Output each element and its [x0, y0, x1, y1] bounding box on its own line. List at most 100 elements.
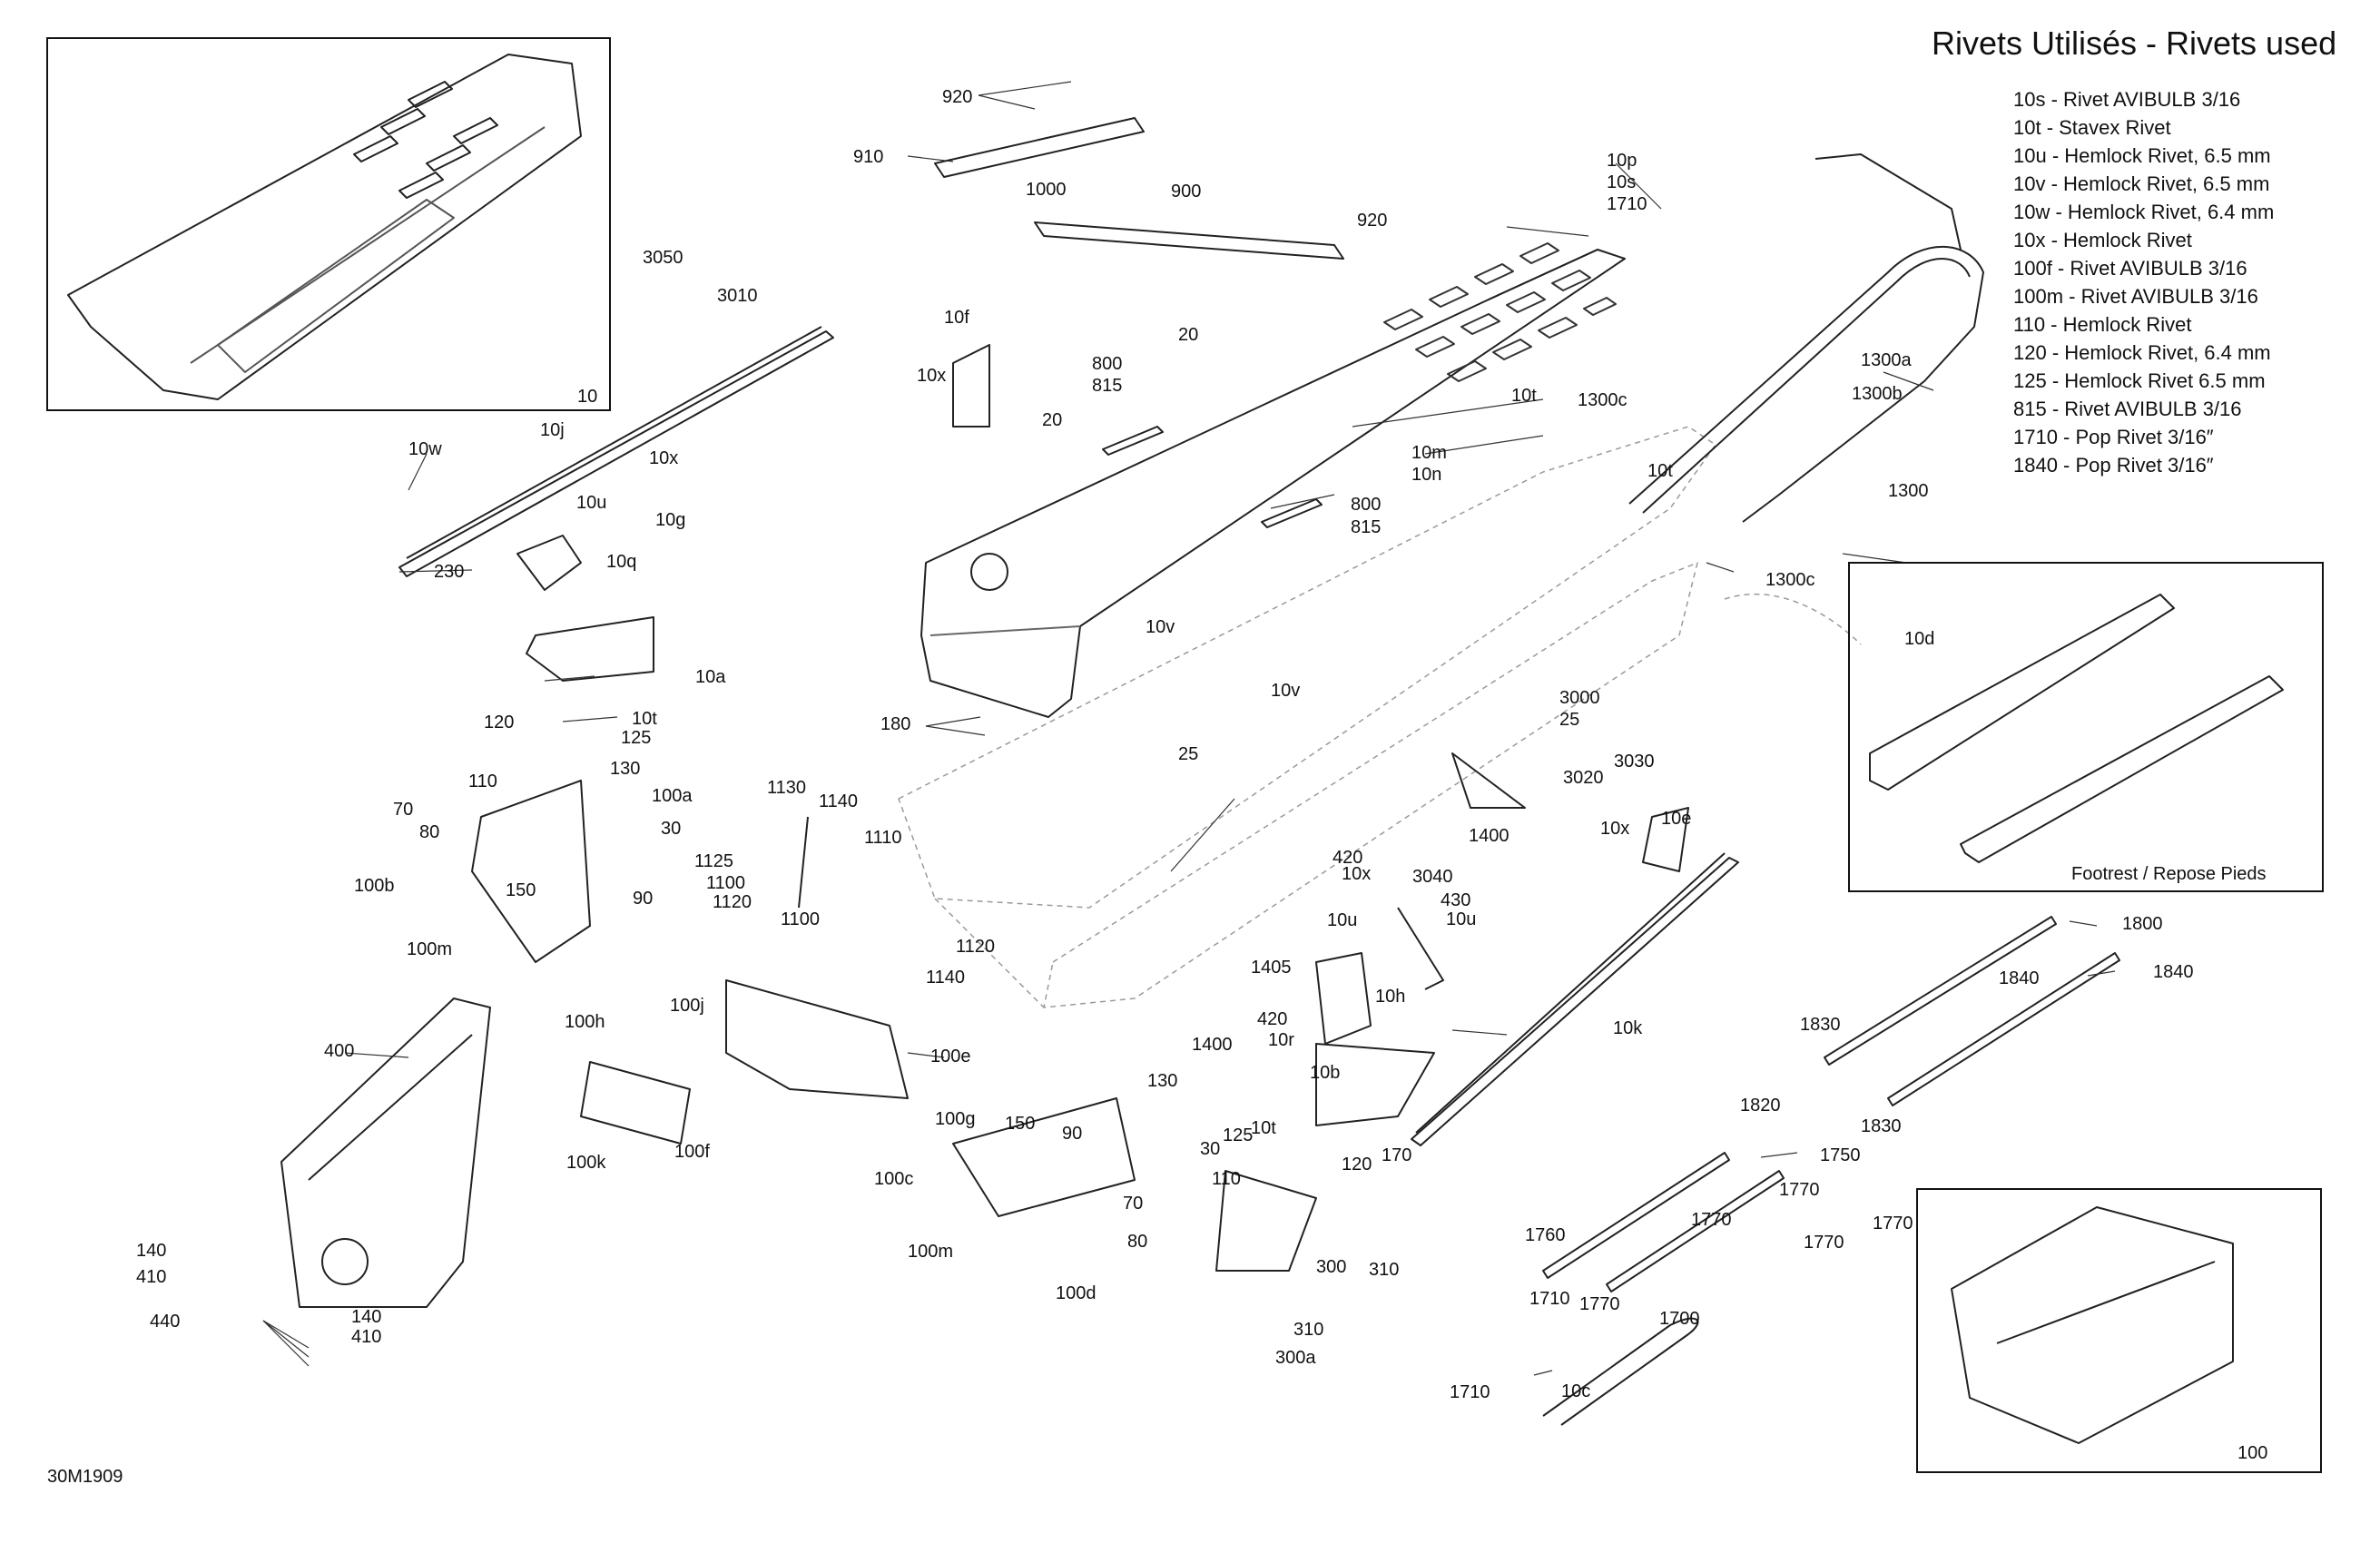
callout-label: 910 — [853, 147, 884, 167]
callout-label: 920 — [1357, 211, 1388, 231]
callout-label: 150 — [506, 880, 536, 900]
callout-label: 10n — [1411, 465, 1442, 485]
legend-item: 10s - Rivet AVIBULB 3/16 — [2013, 88, 2241, 111]
callout-label: 410 — [136, 1267, 167, 1287]
callout-label: 410 — [351, 1327, 382, 1347]
callout-label: 10x — [649, 448, 679, 468]
callout-label: 420 — [1333, 848, 1363, 868]
callout-label: 10j — [540, 420, 565, 440]
callout-label: 10x — [1600, 819, 1630, 839]
callout-label: 10g — [655, 510, 686, 530]
callout-label: 1125 — [694, 851, 734, 871]
callout-label: 1830 — [1800, 1015, 1841, 1035]
callout-label: 100e — [930, 1047, 971, 1066]
legend-item: 125 - Hemlock Rivet 6.5 mm — [2013, 369, 2266, 392]
callout-label: 10v — [1146, 617, 1175, 637]
callout-label: 1120 — [956, 937, 996, 957]
callout-label: 10t — [1647, 461, 1673, 481]
callout-label: 1300c — [1578, 390, 1628, 410]
callout-label: 10s — [1607, 172, 1637, 192]
callout-label: 30 — [1200, 1139, 1221, 1159]
legend-item: 10v - Hemlock Rivet, 6.5 mm — [2013, 172, 2270, 195]
callout-label: 1120 — [713, 892, 752, 912]
callout-label: 80 — [1127, 1232, 1148, 1252]
callout-label: 70 — [1123, 1194, 1144, 1214]
callout-label: 1400 — [1469, 826, 1510, 846]
callout-label: 1760 — [1525, 1225, 1566, 1245]
callout-label: 920 — [942, 87, 973, 107]
legend-item: 120 - Hemlock Rivet, 6.4 mm — [2013, 341, 2271, 364]
callout-label: 1140 — [926, 968, 966, 988]
callout-label: 10x — [1342, 864, 1372, 884]
inset-frame — [1951, 1206, 2234, 1444]
legend-item: 10w - Hemlock Rivet, 6.4 mm — [2013, 201, 2275, 223]
callout-label: 300a — [1275, 1348, 1316, 1368]
callout-label: 180 — [880, 714, 911, 734]
legend-item: 10t - Stavex Rivet — [2013, 116, 2171, 139]
callout-label: 815 — [1092, 376, 1123, 396]
callout-label: 1000 — [1026, 180, 1067, 200]
inset-tunnel — [67, 54, 582, 400]
callout-label: 10m — [1411, 443, 1447, 463]
small-parts — [471, 344, 1689, 1272]
callout-label: 140 — [351, 1307, 382, 1327]
callout-label: 1750 — [1820, 1145, 1861, 1165]
callout-label: 440 — [150, 1312, 181, 1332]
upper-bracket-900 — [934, 117, 1344, 260]
callout-label: 1110 — [864, 828, 902, 848]
callout-label: 10r — [1268, 1030, 1294, 1050]
callout-label: 900 — [1171, 182, 1202, 201]
callout-label: 100d — [1056, 1283, 1097, 1303]
callout-label: 1300a — [1861, 350, 1912, 370]
legend-item: 10u - Hemlock Rivet, 6.5 mm — [2013, 144, 2271, 167]
callout-label: 130 — [1147, 1071, 1178, 1091]
callout-label: 800 — [1351, 495, 1382, 515]
callout-label: 100m — [407, 939, 453, 959]
callout-label: 10c — [1561, 1381, 1591, 1401]
callout-label: 20 — [1042, 410, 1063, 430]
callout-label: 430 — [1441, 890, 1471, 910]
callout-label: 1710 — [1529, 1289, 1570, 1309]
callout-label: 1300 — [1888, 481, 1929, 501]
callout-label: 1710 — [1450, 1382, 1490, 1402]
callout-label: 1100 — [706, 873, 746, 893]
callout-label: 310 — [1369, 1260, 1400, 1280]
callout-label: 90 — [1062, 1124, 1083, 1144]
callout-label: 125 — [1223, 1125, 1254, 1145]
callout-label: 1830 — [1861, 1116, 1902, 1136]
callout-label: 100m — [908, 1242, 954, 1262]
rails-1800 — [1824, 916, 2120, 1106]
callout-label: 3050 — [643, 248, 684, 268]
callout-label: 420 — [1257, 1009, 1288, 1029]
callout-label: 1770 — [1579, 1294, 1620, 1314]
tunnel-inset-label: 10 — [577, 387, 598, 407]
callout-label: 1770 — [1691, 1210, 1732, 1230]
callout-label: 140 — [136, 1241, 167, 1261]
figure-code: 30M1909 — [47, 1467, 123, 1487]
callout-label: 170 — [1382, 1145, 1412, 1165]
callout-label: 1800 — [2122, 914, 2163, 934]
callout-label: 100f — [674, 1142, 710, 1162]
callout-label: 120 — [484, 713, 515, 732]
callout-label: 310 — [1293, 1320, 1324, 1340]
callout-label: 80 — [419, 822, 440, 842]
callout-label: 10f — [944, 308, 969, 328]
callout-label: 10t — [1511, 386, 1537, 406]
callout-label: 110 — [1212, 1169, 1241, 1189]
legend-item: 1840 - Pop Rivet 3/16″ — [2013, 454, 2214, 477]
legend-item: 815 - Rivet AVIBULB 3/16 — [2013, 398, 2242, 420]
callout-label: 800 — [1092, 354, 1123, 374]
callout-label: 1770 — [1779, 1180, 1820, 1200]
callout-label: 1300b — [1852, 384, 1903, 404]
legend-item: 110 - Hemlock Rivet — [2013, 313, 2192, 336]
callout-label: 150 — [1005, 1114, 1036, 1134]
callout-label: 1100 — [781, 909, 821, 929]
leader-lines — [262, 81, 2116, 1376]
callout-label: 3040 — [1412, 867, 1453, 887]
left-running-board — [398, 326, 834, 577]
callout-label: 100h — [565, 1012, 605, 1032]
footrest-inset-frame — [1848, 562, 2324, 892]
callout-label: 10t — [632, 709, 657, 729]
callout-label: 1840 — [1999, 968, 2040, 988]
